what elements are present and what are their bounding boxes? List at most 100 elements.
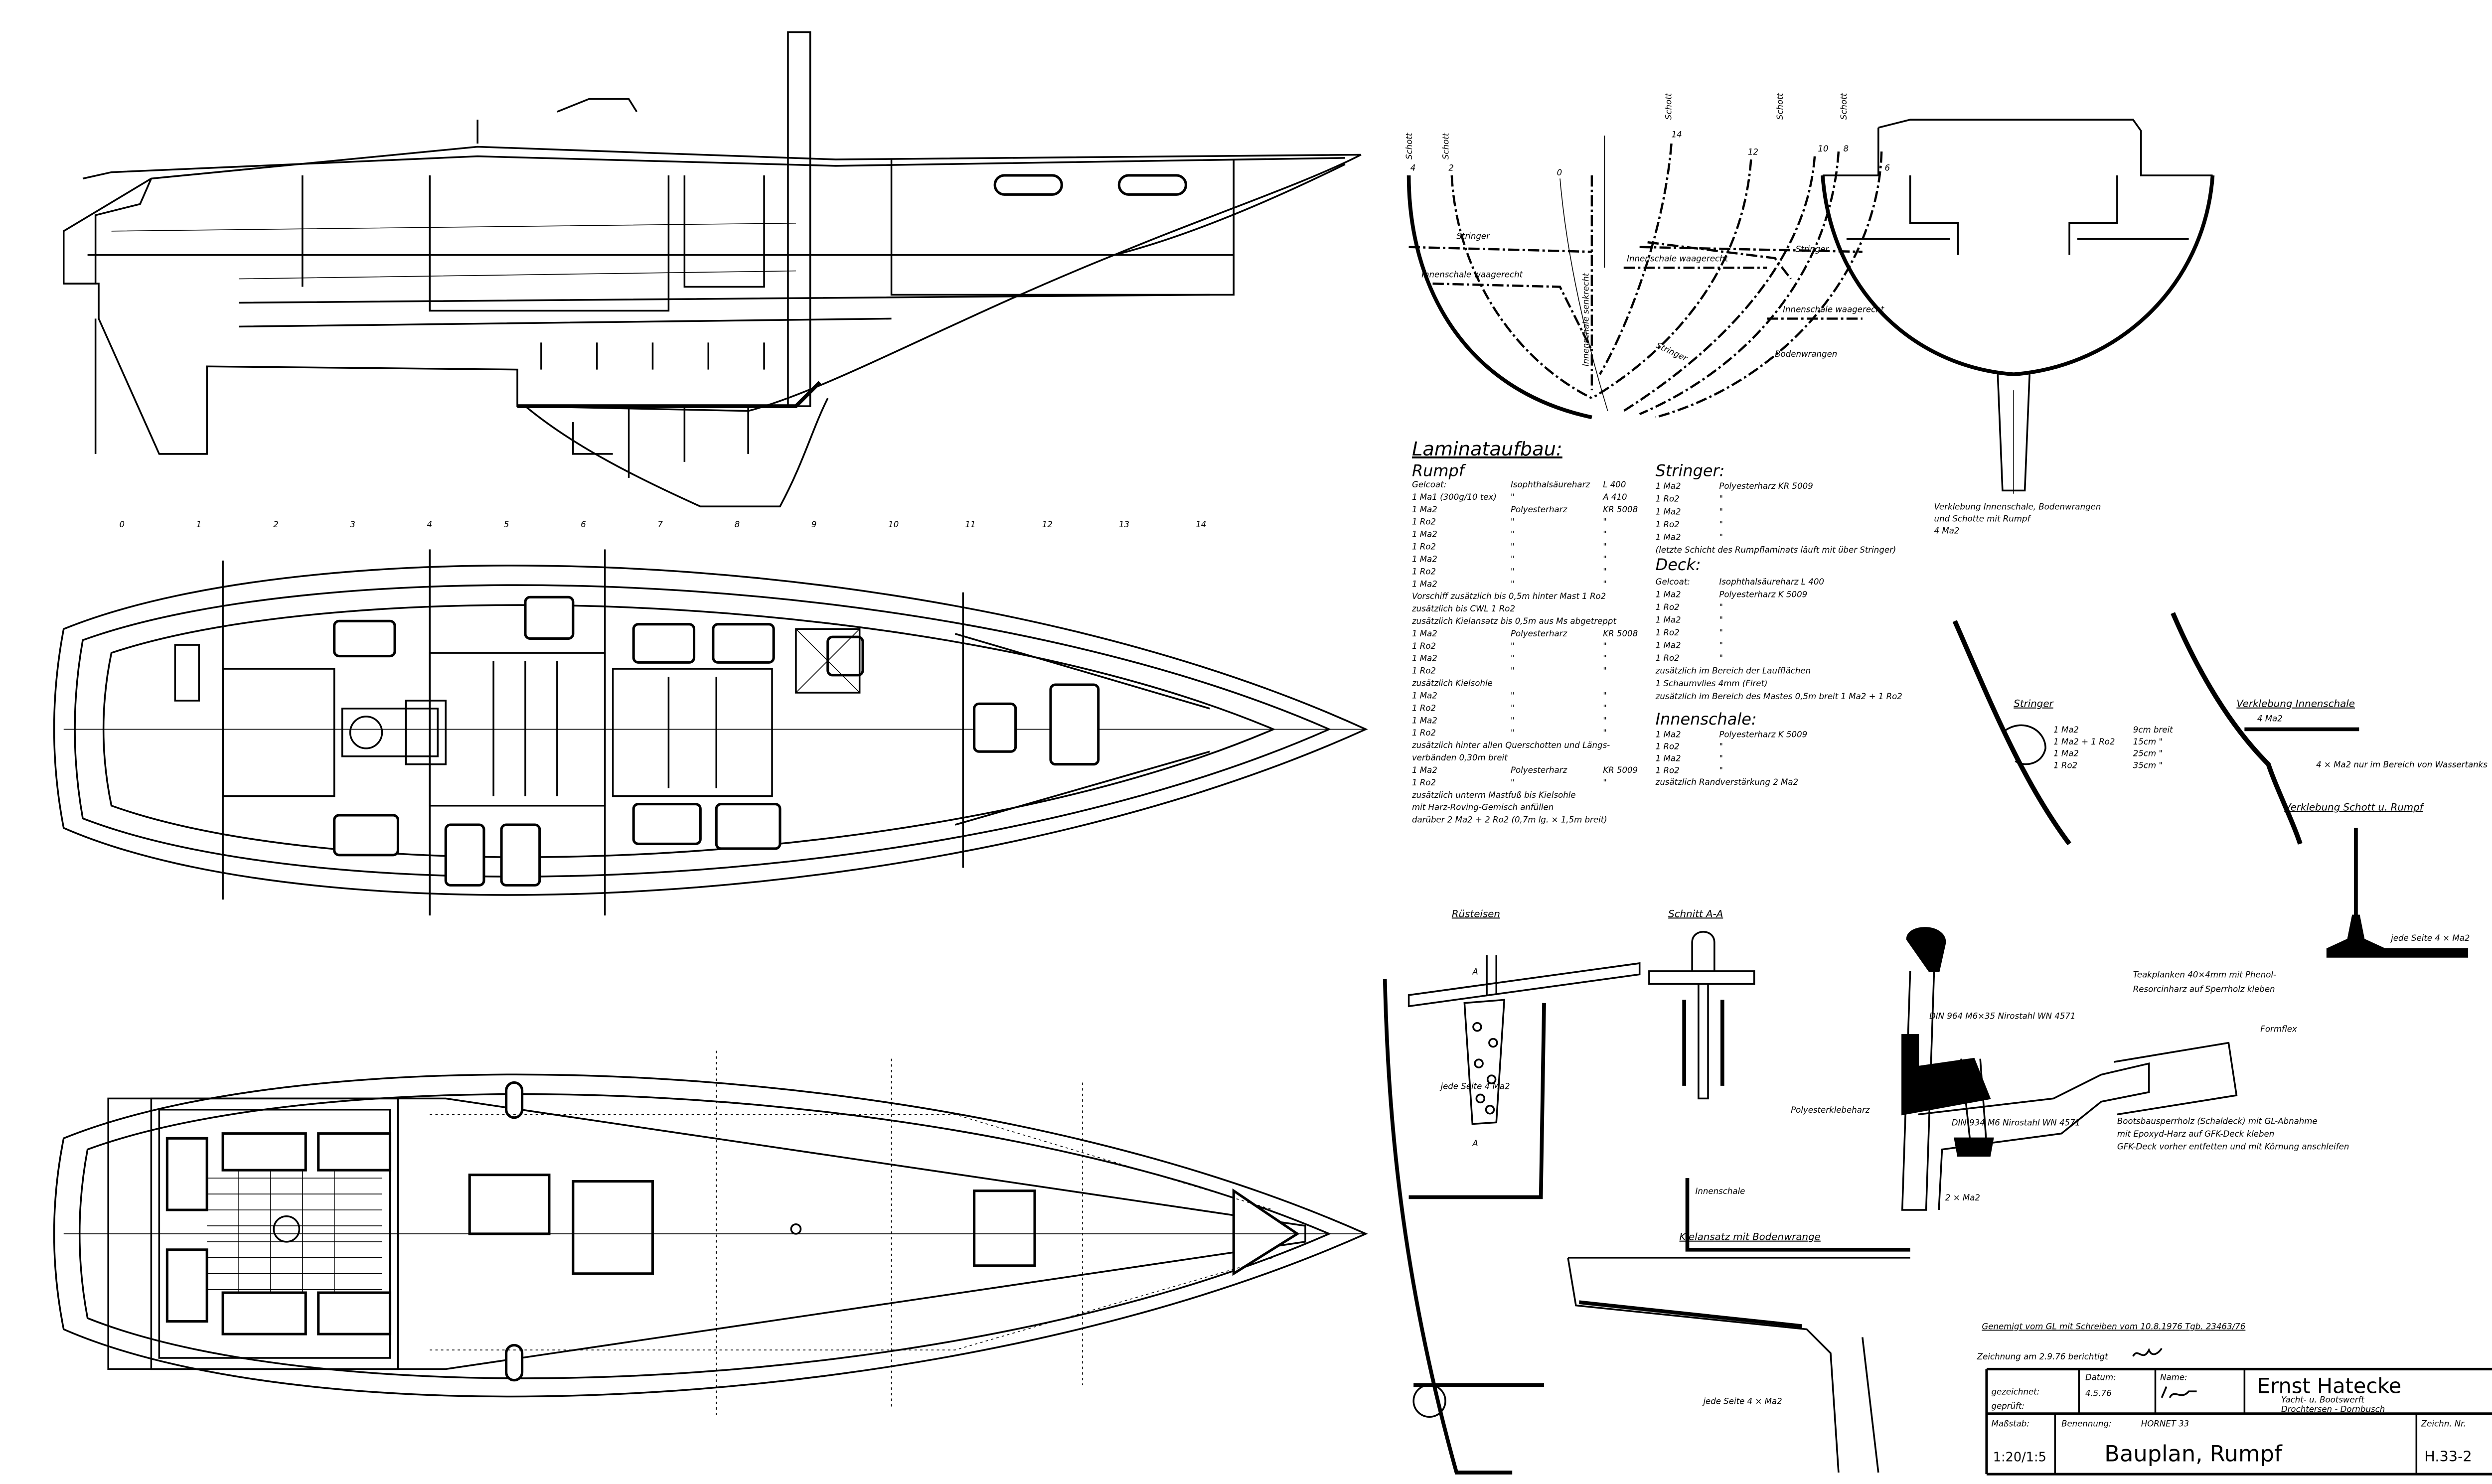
rumpf-line-cell: 1 Ro2 [1412, 641, 1436, 651]
verklebung-innenschale-detail: Verklebung Innenschale 4 Ma2 4 × Ma2 nur… [2171, 612, 2488, 845]
drawer-signature [2161, 1386, 2197, 1398]
deck-line-cell: 1 Ma2 [1656, 590, 1681, 599]
correction-note: Zeichnung am 2.9.76 berichtigt [1977, 1352, 2109, 1361]
benennung-label: Benennung: [2061, 1419, 2112, 1428]
teak-note: Resorcinharz auf Sperrholz kleben [2133, 984, 2275, 994]
deck-line-note: zusätzlich im Bereich des Mastes 0,5m br… [1655, 692, 1902, 701]
deck-line-note: 1 Schaumvlies 4mm (Firet) [1656, 679, 1768, 688]
section-mark-bottom: A [1472, 1139, 1478, 1148]
stringer-line-cell: " [1719, 532, 1723, 542]
rumpf-line-cell: " [1603, 716, 1607, 725]
section-station-number: 8 [1844, 144, 1849, 153]
geprueft-label: geprüft: [1992, 1401, 2025, 1411]
boat-name: HORNET 33 [2141, 1419, 2189, 1428]
datum-label: Datum: [2085, 1373, 2116, 1382]
rumpf-line-cell: KR 5008 [1603, 629, 1638, 638]
rumpf-line-cell: " [1511, 517, 1515, 527]
innenschale-line-cell: 1 Ma2 [1656, 730, 1681, 739]
rumpf-line-cell: " [1603, 641, 1607, 651]
rumpf-line-cell: L 400 [1603, 480, 1626, 489]
massstab-value: 1:20/1:5 [1993, 1450, 2046, 1465]
rumpf-line-cell: 1 Ro2 [1412, 567, 1436, 576]
rumpf-line-cell: 1 Ma2 [1412, 629, 1437, 638]
station-number: 0 [120, 520, 125, 529]
rumpf-line-cell: " [1511, 567, 1515, 576]
deck-line-cell: 1 Ro2 [1656, 628, 1680, 637]
name-label: Name: [2160, 1373, 2187, 1382]
deck-heading: Deck: [1656, 555, 1701, 574]
rumpf-line-note: Vorschiff zusätzlich bis 0,5m hinter Mas… [1412, 592, 1606, 601]
verklebung-innenschale-label: 4 Ma2 [2257, 714, 2283, 723]
plywood-note: GFK-Deck vorher entfetten und mit Körnun… [2117, 1142, 2349, 1152]
rumpf-line-cell: A 410 [1602, 492, 1627, 502]
rumpf-line-cell: 1 Ma2 [1412, 505, 1437, 514]
stringer-heading: Stringer: [1656, 461, 1725, 480]
kielansatz-detail: Innenschale Kielansatz mit Bodenwrange j… [1567, 1178, 1910, 1473]
rumpf-line-cell: " [1511, 542, 1515, 552]
section-station-number: 0 [1557, 168, 1562, 177]
profile-view [62, 31, 1362, 508]
rumpf-line-cell: " [1511, 641, 1515, 651]
stringer-detail-width: 35cm " [2133, 761, 2163, 770]
rumpf-line-cell: 1 Ro2 [1412, 728, 1436, 738]
deck-plan-view [53, 1050, 1368, 1417]
mats-label: 2 × Ma2 [1945, 1193, 1980, 1202]
stringer-detail-layer: 1 Ma2 [2053, 749, 2079, 758]
innenschale-line-note: zusätzlich Randverstärkung 2 Ma2 [1655, 777, 1798, 787]
rumpf-line-cell: " [1603, 517, 1607, 527]
schnitt-heading: Schnitt A-A [1668, 908, 1723, 919]
company-sub1: Yacht- u. Bootswerft [2281, 1395, 2365, 1404]
ruesteisen-detail: Rüsteisen A A jede Seite 4 Ma2 [1383, 908, 1641, 1475]
stringer-line-cell: " [1719, 494, 1723, 504]
rumpf-line-cell: " [1603, 530, 1607, 539]
stringer-detail-width: 15cm " [2133, 737, 2163, 746]
rumpf-line-cell: 1 Ro2 [1412, 517, 1436, 527]
rumpf-line-cell: " [1603, 579, 1607, 589]
verklebung-innenschale-note: 4 × Ma2 nur im Bereich von Wassertanks [2316, 760, 2488, 769]
section-station-number: 4 [1410, 163, 1416, 172]
stringer-line-note: (letzte Schicht des Rumpflaminats läuft … [1656, 545, 1896, 555]
deck-edge-detail: Teakplanken 40×4mm mit Phenol-Resorcinha… [1791, 927, 2349, 1211]
zeichn-value: H.33-2 [2424, 1448, 2472, 1465]
station-number: 4 [427, 520, 433, 529]
polyester-label: Polyesterklebeharz [1791, 1105, 1870, 1115]
station-number: 10 [888, 520, 899, 529]
deck-line-cell: " [1719, 653, 1723, 663]
din-nut-label: DIN 934 M6 Nirostahl WN 4571 [1952, 1118, 2081, 1128]
deck-line-cell: 1 Ro2 [1656, 653, 1680, 663]
stringer-detail-heading: Stringer [2014, 698, 2054, 710]
rumpf-line-note: verbänden 0,30m breit [1412, 753, 1508, 762]
stringer-detail-layer: 1 Ma2 + 1 Ro2 [2053, 737, 2115, 746]
rumpf-line-cell: 1 Ro2 [1412, 666, 1436, 676]
company-name: Ernst Hatecke [2257, 1373, 2401, 1398]
rumpf-line-cell: " [1511, 654, 1515, 663]
zeichn-label: Zeichn. Nr. [2421, 1419, 2466, 1428]
innenschale-line-cell: " [1719, 742, 1723, 751]
rumpf-line-cell: " [1511, 492, 1515, 502]
deck-line-cell: " [1719, 602, 1723, 612]
verklebung-schott-detail: Verklebung Schott u. Rumpf jede Seite 4 … [2284, 801, 2470, 958]
schott-label: Schott [1664, 92, 1674, 120]
ruesteisen-note: jede Seite 4 Ma2 [1439, 1081, 1510, 1091]
innenschale-line-cell: Polyesterharz K 5009 [1719, 730, 1807, 739]
rumpf-line-cell: 1 Ma2 [1412, 691, 1437, 700]
rumpf-line-note: zusätzlich bis CWL 1 Ro2 [1411, 604, 1515, 613]
drawing-title: Bauplan, Rumpf [2104, 1441, 2283, 1467]
rumpf-line-cell: " [1603, 654, 1607, 663]
company-sub2: Drochtersen - Dornbusch [2281, 1405, 2385, 1414]
verklebung-note: und Schotte mit Rumpf [1934, 514, 2031, 524]
formflex-label: Formflex [2260, 1024, 2297, 1034]
stringer-label: Stringer [1655, 340, 1689, 363]
verklebung-schott-heading: Verklebung Schott u. Rumpf [2284, 801, 2425, 813]
rumpf-line-note: darüber 2 Ma2 + 2 Ro2 (0,7m lg. × 1,5m b… [1412, 815, 1607, 825]
rumpf-line-cell: " [1603, 691, 1607, 700]
innenschale-senkrecht-label: Innenschale senkrecht [1581, 272, 1590, 366]
ruesteisen-heading: Rüsteisen [1452, 908, 1500, 919]
station-number: 9 [811, 520, 817, 529]
station-number: 12 [1042, 520, 1053, 529]
